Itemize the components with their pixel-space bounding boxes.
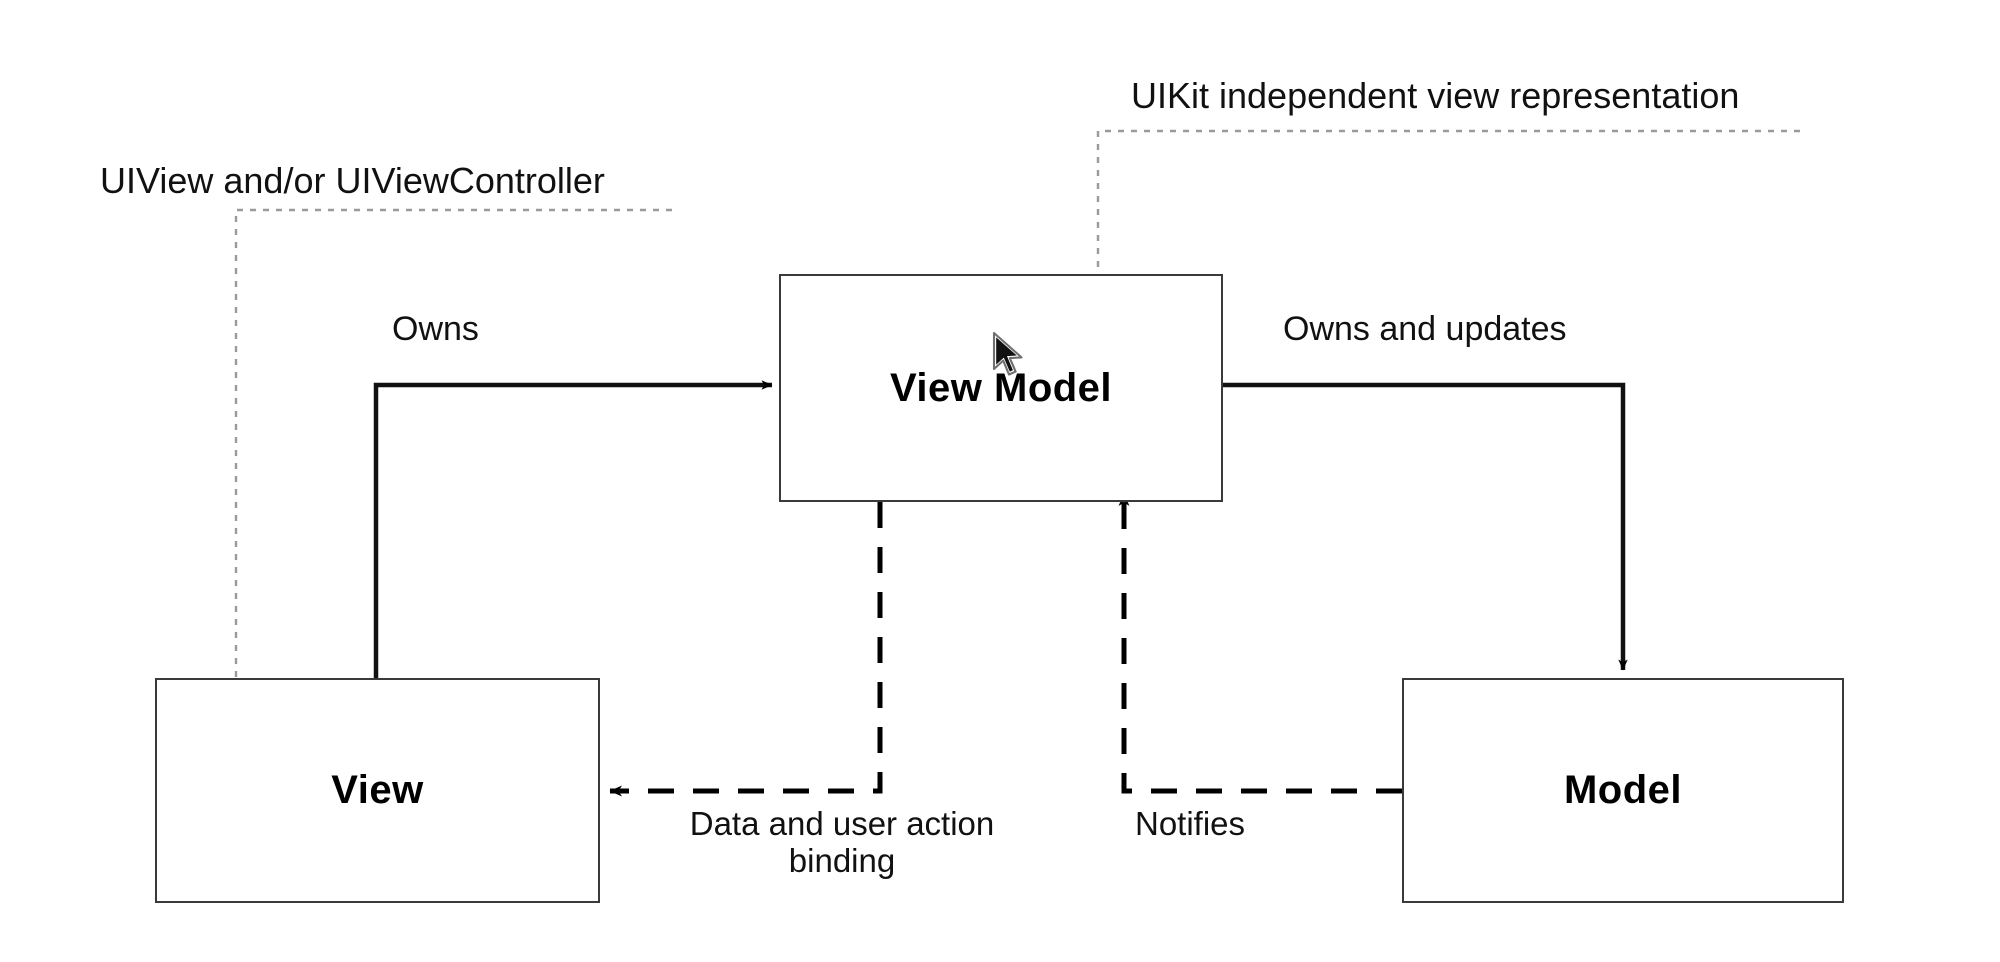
callout-label-view: UIView and/or UIViewController	[100, 160, 605, 201]
node-model-label: Model	[1563, 768, 1683, 812]
edge-owns-and-updates-line	[1223, 382, 1628, 671]
edge-owns-line	[373, 380, 773, 678]
node-model[interactable]: Model	[1402, 678, 1844, 903]
edge-label-owns: Owns	[392, 310, 479, 348]
node-view[interactable]: View	[155, 678, 600, 903]
edge-notifies-line	[1118, 493, 1402, 794]
edge-label-binding-line1: Data and user action	[689, 805, 995, 842]
callout-leader-view	[234, 208, 672, 678]
callout-label-view-model: UIKit independent view representation	[1131, 75, 1740, 116]
node-view-label: View	[331, 768, 424, 812]
edge-label-binding: Data and user action binding	[652, 805, 1032, 880]
edge-label-owns-and-updates: Owns and updates	[1283, 310, 1567, 348]
node-view-model[interactable]: View Model	[779, 274, 1223, 502]
edge-binding-line	[609, 502, 883, 797]
node-view-model-label: View Model	[889, 365, 1113, 410]
edge-label-notifies: Notifies	[1135, 805, 1246, 842]
callout-leader-view-model	[1096, 129, 1800, 274]
edge-label-binding-line2: binding	[788, 841, 896, 879]
